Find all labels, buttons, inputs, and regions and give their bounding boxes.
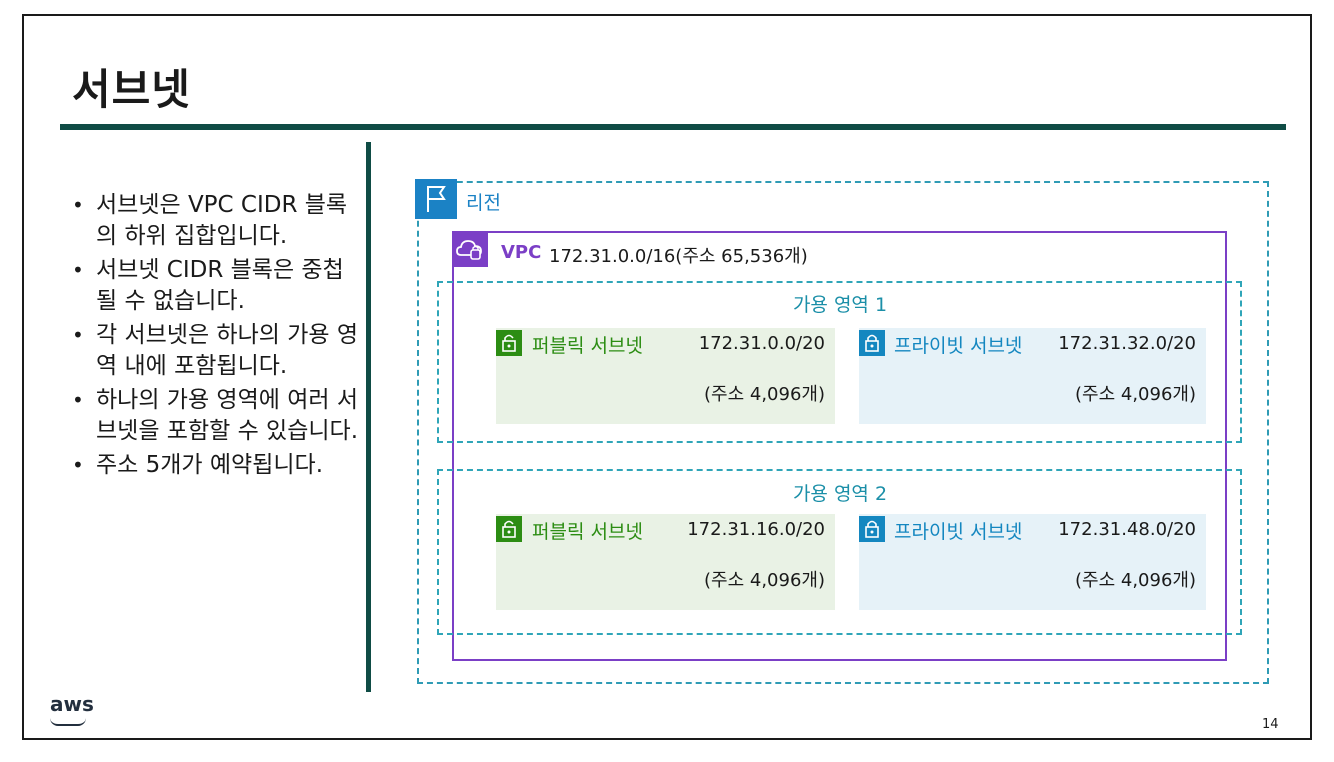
page-title: 서브넷	[72, 65, 191, 114]
private-subnet-cidr: 172.31.32.0/20	[1058, 333, 1196, 354]
vpc-label: VPC	[501, 242, 542, 263]
private-subnet-address-count: (주소 4,096개)	[1075, 384, 1196, 405]
private-subnet-name: 프라이빗 서브넷	[894, 521, 1023, 543]
availability-zone-box	[437, 469, 1242, 635]
private-lock-icon	[859, 330, 885, 356]
vpc-cidr: 172.31.0.0/16(주소 65,536개)	[549, 246, 808, 267]
public-subnet-name: 퍼블릭 서브넷	[532, 335, 643, 357]
public-lock-icon	[496, 330, 522, 356]
vertical-divider	[366, 142, 371, 692]
public-subnet-name: 퍼블릭 서브넷	[532, 521, 643, 543]
availability-zone-label: 가용 영역 2	[792, 483, 888, 505]
private-subnet	[859, 514, 1206, 610]
region-flag-icon	[415, 179, 457, 219]
public-subnet-address-count: (주소 4,096개)	[704, 384, 825, 405]
bullet-item: 각 서브넷은 하나의 가용 영역 내에 포함됩니다.	[70, 320, 360, 382]
public-subnet	[496, 514, 835, 610]
availability-zone-label: 가용 영역 1	[792, 294, 888, 316]
private-subnet-address-count: (주소 4,096개)	[1075, 570, 1196, 591]
bullet-item: 하나의 가용 영역에 여러 서브넷을 포함할 수 있습니다.	[70, 385, 360, 447]
aws-logo: aws	[50, 692, 94, 716]
title-divider	[60, 124, 1286, 130]
aws-logo-smile	[50, 718, 86, 726]
public-lock-icon	[496, 516, 522, 542]
bullet-item: 서브넷은 VPC CIDR 블록의 하위 집합입니다.	[70, 190, 360, 252]
vpc-cloud-icon	[452, 231, 488, 267]
bullet-item: 서브넷 CIDR 블록은 중첩될 수 없습니다.	[70, 255, 360, 317]
public-subnet-cidr: 172.31.0.0/20	[698, 333, 825, 354]
private-subnet	[859, 328, 1206, 424]
private-lock-icon	[859, 516, 885, 542]
public-subnet	[496, 328, 835, 424]
region-box	[417, 181, 1269, 684]
public-subnet-address-count: (주소 4,096개)	[704, 570, 825, 591]
page-number: 14	[1262, 717, 1279, 732]
region-label: 리전	[466, 192, 501, 214]
availability-zone-box	[437, 281, 1242, 443]
bullet-list: 서브넷은 VPC CIDR 블록의 하위 집합입니다. 서브넷 CIDR 블록은…	[70, 190, 360, 484]
bullet-item: 주소 5개가 예약됩니다.	[70, 450, 360, 481]
vpc-box	[452, 231, 1227, 661]
private-subnet-name: 프라이빗 서브넷	[894, 335, 1023, 357]
public-subnet-cidr: 172.31.16.0/20	[687, 519, 825, 540]
private-subnet-cidr: 172.31.48.0/20	[1058, 519, 1196, 540]
